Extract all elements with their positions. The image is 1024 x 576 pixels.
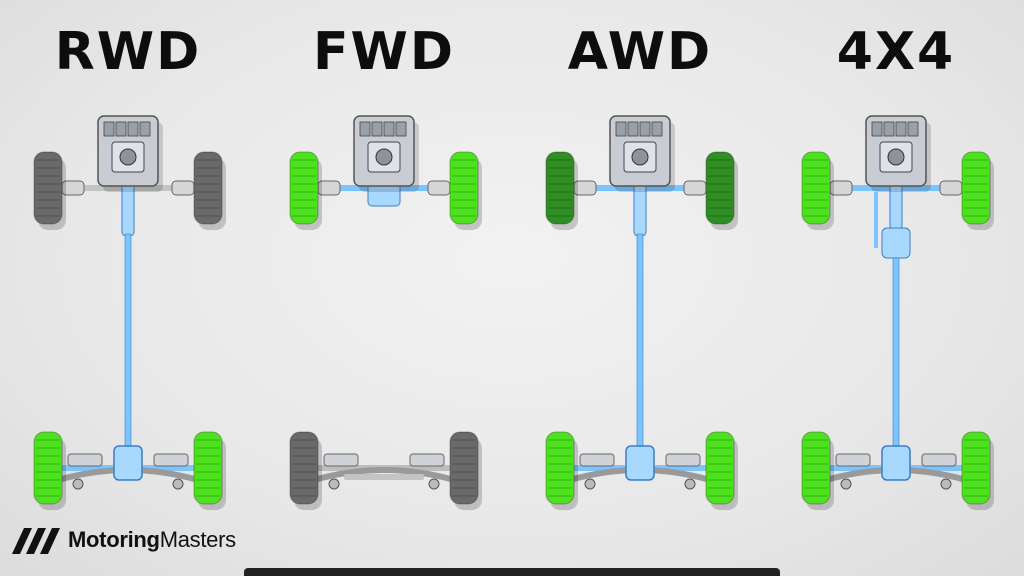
suspension-bushing bbox=[172, 478, 184, 490]
driveshaft bbox=[892, 257, 900, 455]
suspension-bushing bbox=[940, 478, 952, 490]
rear-differential bbox=[881, 445, 911, 481]
cv-joint bbox=[683, 180, 707, 196]
engine-pulley bbox=[119, 148, 137, 166]
engine-cylinder bbox=[383, 121, 395, 137]
engine-cylinder bbox=[115, 121, 127, 137]
rear-differential bbox=[625, 445, 655, 481]
control-arm bbox=[579, 453, 615, 467]
engine-cylinder bbox=[615, 121, 627, 137]
engine-cylinder bbox=[359, 121, 371, 137]
wheel bbox=[961, 151, 991, 225]
engine-cylinder bbox=[651, 121, 663, 137]
wheel bbox=[545, 151, 575, 225]
video-progress-bar[interactable] bbox=[244, 568, 780, 576]
drivetrain-diagram bbox=[33, 115, 226, 510]
engine-cylinder bbox=[127, 121, 139, 137]
driveshaft bbox=[636, 233, 644, 455]
suspension-bushing bbox=[428, 478, 440, 490]
drivetrain-column-awd: AWD bbox=[512, 0, 768, 576]
wheel bbox=[449, 431, 479, 505]
wheel bbox=[193, 151, 223, 225]
control-arm bbox=[921, 453, 957, 467]
engine-cylinder bbox=[883, 121, 895, 137]
suspension-bushing bbox=[584, 478, 596, 490]
engine-cylinder bbox=[907, 121, 919, 137]
control-arm bbox=[409, 453, 445, 467]
wheel bbox=[545, 431, 575, 505]
engine-cylinder bbox=[103, 121, 115, 137]
suspension-bushing bbox=[684, 478, 696, 490]
engine-cylinder bbox=[395, 121, 407, 137]
motoring-masters-logo-icon bbox=[12, 528, 60, 554]
wheel bbox=[449, 151, 479, 225]
engine-pulley bbox=[375, 148, 393, 166]
engine-cylinder bbox=[371, 121, 383, 137]
control-arm bbox=[67, 453, 103, 467]
wheel bbox=[801, 431, 831, 505]
control-arm bbox=[835, 453, 871, 467]
cv-joint bbox=[939, 180, 963, 196]
engine-cylinder bbox=[139, 121, 151, 137]
engine-pulley bbox=[631, 148, 649, 166]
drivetrain-diagram bbox=[545, 115, 738, 510]
drivetrain-diagram bbox=[289, 115, 482, 510]
wheel bbox=[801, 151, 831, 225]
engine-cylinder bbox=[871, 121, 883, 137]
rear-beam bbox=[344, 474, 424, 480]
control-arm bbox=[665, 453, 701, 467]
engine-cylinder bbox=[895, 121, 907, 137]
wheel bbox=[289, 431, 319, 505]
suspension-bushing bbox=[72, 478, 84, 490]
suspension-bushing bbox=[328, 478, 340, 490]
control-arm bbox=[153, 453, 189, 467]
drivetrain-title: AWD bbox=[567, 22, 713, 82]
drivetrain-column-fwd: FWD bbox=[256, 0, 512, 576]
drivetrain-title: 4X4 bbox=[836, 22, 956, 82]
suspension-arm bbox=[313, 467, 455, 483]
front-driveshaft bbox=[874, 192, 878, 248]
drivetrain-column-rwd: RWD bbox=[0, 0, 256, 576]
transfer-case bbox=[881, 227, 911, 259]
suspension-bushing bbox=[840, 478, 852, 490]
wheel bbox=[33, 151, 63, 225]
wheel bbox=[289, 151, 319, 225]
engine-pulley bbox=[887, 148, 905, 166]
wheel bbox=[705, 151, 735, 225]
wheel bbox=[193, 431, 223, 505]
cv-joint bbox=[427, 180, 451, 196]
brand-watermark: MotoringMasters bbox=[8, 522, 236, 558]
wheel bbox=[33, 431, 63, 505]
wheel bbox=[961, 431, 991, 505]
drivetrain-column-4x4: 4X4 bbox=[768, 0, 1024, 576]
drivetrain-title: RWD bbox=[54, 22, 202, 82]
cv-joint bbox=[171, 180, 195, 196]
engine-cylinder bbox=[627, 121, 639, 137]
brand-name: MotoringMasters bbox=[68, 527, 236, 552]
drivetrain-title: FWD bbox=[312, 22, 456, 82]
engine-cylinder bbox=[639, 121, 651, 137]
drivetrain-diagram bbox=[801, 115, 994, 510]
wheel bbox=[705, 431, 735, 505]
control-arm bbox=[323, 453, 359, 467]
driveshaft bbox=[124, 233, 132, 455]
rear-differential bbox=[113, 445, 143, 481]
